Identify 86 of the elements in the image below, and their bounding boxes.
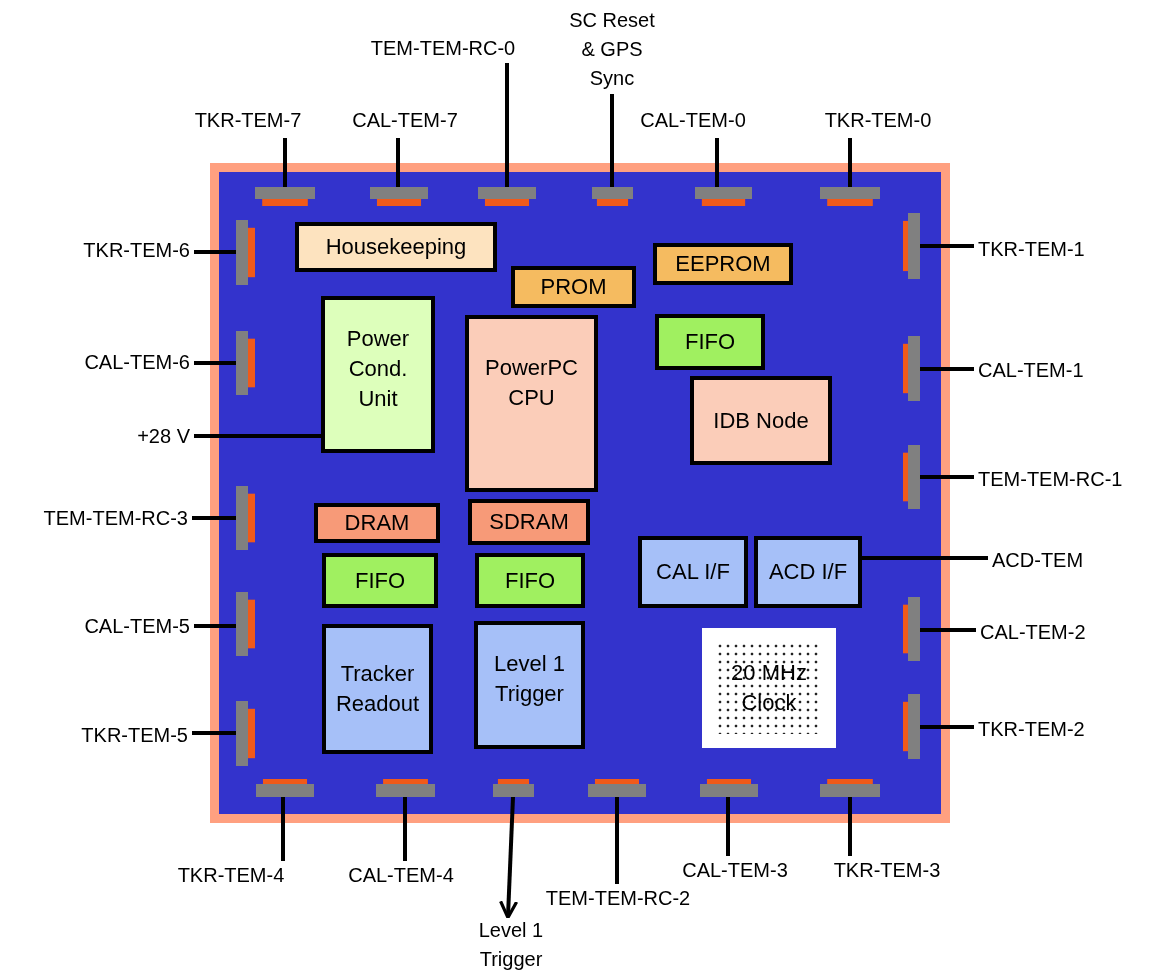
connector-line <box>194 434 321 438</box>
connector-pad <box>236 331 255 395</box>
component-box: FIFO <box>322 553 438 608</box>
signal-label: TKR-TEM-1 <box>978 235 1128 264</box>
signal-label: TKR-TEM-7 <box>188 106 308 135</box>
component-box: CAL I/F <box>638 536 748 608</box>
connector-line <box>403 797 407 861</box>
signal-label: TEM-TEM-RC-1 <box>978 465 1138 494</box>
signal-label: Level 1 Trigger <box>468 916 554 974</box>
connector-pad <box>376 779 435 797</box>
signal-label: CAL-TEM-7 <box>340 106 470 135</box>
component-box: Level 1 Trigger <box>474 621 585 749</box>
connector-line <box>281 797 285 861</box>
signal-label: TEM-TEM-RC-3 <box>8 504 188 533</box>
connector-pad <box>903 597 920 661</box>
signal-label: CAL-TEM-5 <box>40 612 190 641</box>
component-box: IDB Node <box>690 376 832 465</box>
circuit-board <box>210 163 950 823</box>
connector-line <box>862 556 988 560</box>
connector-line <box>283 138 287 187</box>
connector-pad <box>903 336 920 401</box>
signal-label: +28 V <box>100 422 190 451</box>
connector-pad <box>820 779 880 797</box>
connector-line <box>848 797 852 856</box>
signal-label: SC Reset & GPS Sync <box>562 6 662 93</box>
component-box: Power Cond. Unit <box>321 296 435 453</box>
connector-pad <box>236 486 255 550</box>
component-box: EEPROM <box>653 243 793 285</box>
connector-pad <box>370 187 428 206</box>
connector-line <box>192 731 236 735</box>
connector-line <box>615 797 619 884</box>
component-box: DRAM <box>314 503 440 543</box>
connector-pad <box>592 187 633 206</box>
signal-label: TKR-TEM-2 <box>978 715 1128 744</box>
signal-label: TKR-TEM-4 <box>165 861 297 890</box>
connector-line <box>194 624 236 628</box>
signal-label: TKR-TEM-3 <box>822 856 952 885</box>
connector-line <box>396 138 400 187</box>
connector-pad <box>903 445 920 509</box>
signal-label: TEM-TEM-RC-0 <box>368 34 518 63</box>
connector-line <box>920 367 974 371</box>
component-box: SDRAM <box>468 499 590 545</box>
signal-label: CAL-TEM-6 <box>40 348 190 377</box>
connector-line <box>505 63 509 187</box>
component-box: Housekeeping <box>295 222 497 272</box>
signal-label: CAL-TEM-2 <box>980 618 1130 647</box>
connector-pad <box>903 694 920 759</box>
signal-label: TKR-TEM-6 <box>40 236 190 265</box>
connector-pad <box>903 213 920 279</box>
component-box: PowerPC CPU <box>465 315 598 492</box>
connector-pad <box>236 220 255 285</box>
component-box: Tracker Readout <box>322 624 433 754</box>
arrow <box>499 796 519 920</box>
connector-pad <box>695 187 752 206</box>
signal-label: TEM-TEM-RC-2 <box>530 884 706 913</box>
connector-line <box>610 94 614 187</box>
component-box: ACD I/F <box>754 536 862 608</box>
connector-line <box>715 138 719 187</box>
signal-label: ACD-TEM <box>992 546 1122 575</box>
connector-line <box>920 725 974 729</box>
connector-line <box>726 797 730 856</box>
connector-line <box>194 250 236 254</box>
connector-line <box>192 516 236 520</box>
signal-label: TKR-TEM-0 <box>812 106 944 135</box>
connector-pad <box>700 779 758 797</box>
connector-pad <box>820 187 880 206</box>
signal-label: CAL-TEM-4 <box>335 861 467 890</box>
signal-label: CAL-TEM-1 <box>978 356 1128 385</box>
connector-pad <box>236 701 255 766</box>
signal-label: TKR-TEM-5 <box>40 721 188 750</box>
connector-pad <box>256 779 314 797</box>
signal-label: CAL-TEM-0 <box>630 106 756 135</box>
component-box: FIFO <box>655 314 765 370</box>
connector-pad <box>236 592 255 656</box>
component-box: PROM <box>511 266 636 308</box>
connector-pad <box>493 779 534 797</box>
signal-label: CAL-TEM-3 <box>670 856 800 885</box>
component-box: FIFO <box>475 553 585 608</box>
connector-line <box>848 138 852 187</box>
connector-line <box>920 628 976 632</box>
connector-pad <box>478 187 536 206</box>
connector-pad <box>588 779 646 797</box>
connector-line <box>920 475 974 479</box>
connector-line <box>920 244 974 248</box>
connector-line <box>194 361 236 365</box>
connector-pad <box>255 187 315 206</box>
